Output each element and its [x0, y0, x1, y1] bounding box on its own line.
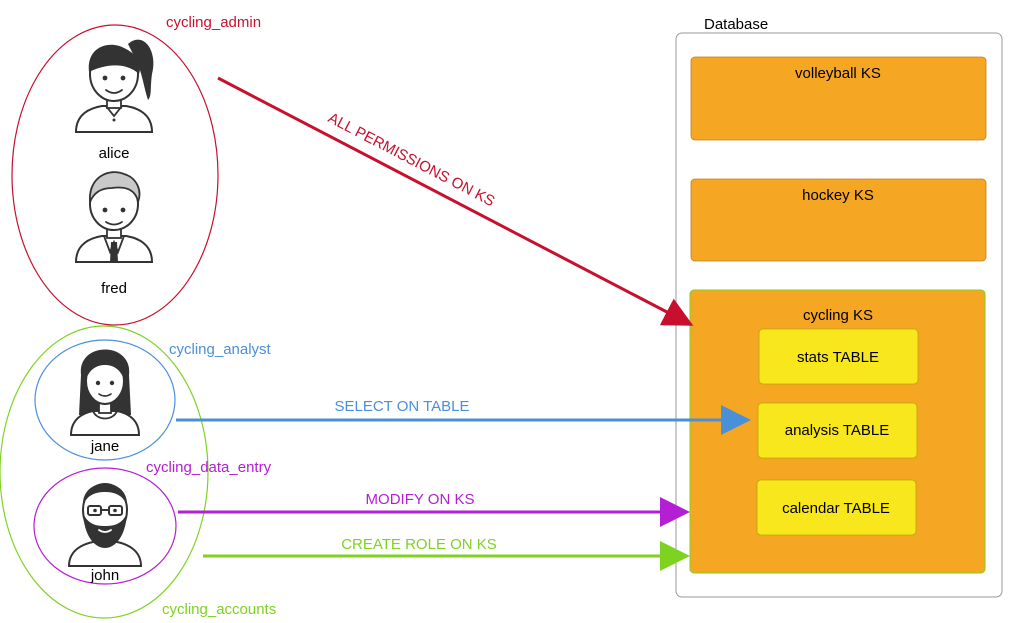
cycling-analyst-label: cycling_analyst — [169, 341, 272, 358]
database-title: Database — [704, 16, 768, 33]
volleyball-ks-label: volleyball KS — [795, 65, 881, 82]
calendar-table-box — [756, 479, 917, 536]
cycling-admin-ellipse — [11, 24, 219, 326]
volleyball-ks-box — [690, 56, 987, 141]
analysis-table-box — [757, 402, 918, 459]
john-avatar-icon — [67, 483, 143, 567]
all-permissions-label: ALL PERMISSIONS ON KS — [325, 109, 497, 210]
hockey-ks-box — [690, 178, 987, 262]
alice-avatar-icon — [74, 39, 154, 133]
jane-avatar-icon — [69, 349, 141, 436]
modify-on-ks-label: MODIFY ON KS — [366, 491, 475, 508]
analysis-table-label: analysis TABLE — [785, 422, 890, 439]
fred-name: fred — [101, 280, 127, 297]
create-role-on-ks-label: CREATE ROLE ON KS — [341, 536, 497, 553]
cycling-accounts-ellipse — [0, 325, 209, 619]
cycling-admin-label: cycling_admin — [166, 14, 261, 31]
calendar-table-label: calendar TABLE — [782, 500, 890, 517]
cycling-ks-label: cycling KS — [803, 307, 873, 324]
stats-table-label: stats TABLE — [797, 349, 879, 366]
cycling-analyst-ellipse — [34, 339, 176, 461]
all-permissions-arrow — [217, 76, 694, 326]
stats-table-box — [758, 328, 919, 385]
john-name: john — [90, 567, 119, 584]
alice-name: alice — [99, 145, 130, 162]
fred-avatar-icon — [74, 171, 154, 263]
hockey-ks-label: hockey KS — [802, 187, 874, 204]
cycling-data-entry-label: cycling_data_entry — [146, 459, 272, 476]
jane-name: jane — [90, 438, 119, 455]
cycling-data-entry-ellipse — [33, 467, 177, 585]
cycling-accounts-label: cycling_accounts — [162, 601, 276, 618]
select-on-table-label: SELECT ON TABLE — [334, 398, 469, 415]
